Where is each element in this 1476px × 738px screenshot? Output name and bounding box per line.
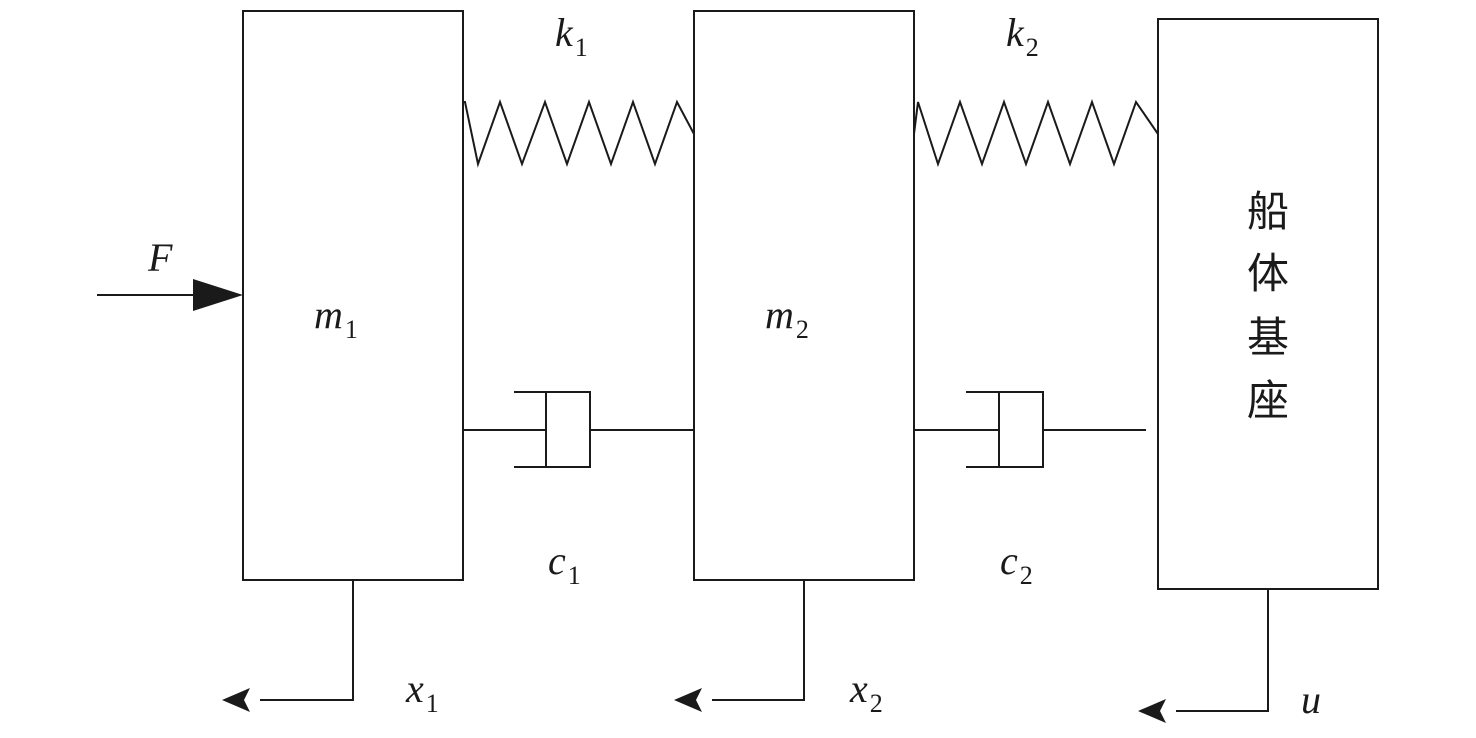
ship-base-char-3: 基 bbox=[1247, 313, 1289, 362]
damper-c2-label: c2 bbox=[1000, 538, 1033, 590]
mass-2: m2 bbox=[693, 10, 915, 581]
displacement-u: u bbox=[1138, 589, 1321, 723]
spring-k2-coil bbox=[913, 99, 1159, 168]
displacement-x1-line bbox=[260, 580, 354, 701]
damper-c1-label: c1 bbox=[548, 538, 581, 590]
ship-base: 船 体 基 座 bbox=[1157, 18, 1379, 590]
displacement-x1: x1 bbox=[222, 580, 439, 718]
displacement-u-line bbox=[1176, 589, 1269, 712]
displacement-x2-label: x2 bbox=[849, 666, 883, 718]
displacement-x2-line bbox=[712, 580, 805, 701]
ship-base-char-2: 体 bbox=[1247, 249, 1289, 298]
ship-base-block bbox=[1157, 18, 1379, 590]
force-f: F bbox=[97, 235, 243, 311]
spring-k1: k1 bbox=[463, 10, 695, 168]
mass-2-block bbox=[693, 10, 915, 581]
mass-1: m1 bbox=[242, 10, 464, 581]
damper-c1: c1 bbox=[463, 391, 694, 590]
spring-k1-label: k1 bbox=[555, 10, 588, 62]
ship-base-char-4: 座 bbox=[1247, 376, 1289, 425]
displacement-x2: x2 bbox=[674, 580, 883, 718]
displacement-x2-arrowhead bbox=[674, 688, 702, 712]
force-f-arrowhead bbox=[193, 279, 243, 311]
spring-k2: k2 bbox=[913, 10, 1159, 168]
mass-1-block bbox=[242, 10, 464, 581]
ship-base-char-1: 船 bbox=[1247, 187, 1289, 236]
force-f-label: F bbox=[147, 235, 173, 280]
mass-1-label: m1 bbox=[314, 292, 358, 344]
spring-k2-label: k2 bbox=[1006, 10, 1039, 62]
damper-c2: c2 bbox=[914, 391, 1146, 590]
displacement-u-arrowhead bbox=[1138, 699, 1166, 723]
displacement-u-label: u bbox=[1301, 677, 1321, 722]
spring-k1-coil bbox=[463, 99, 695, 168]
displacement-x1-label: x1 bbox=[405, 666, 439, 718]
mass-2-label: m2 bbox=[765, 292, 809, 344]
displacement-x1-arrowhead bbox=[222, 688, 250, 712]
